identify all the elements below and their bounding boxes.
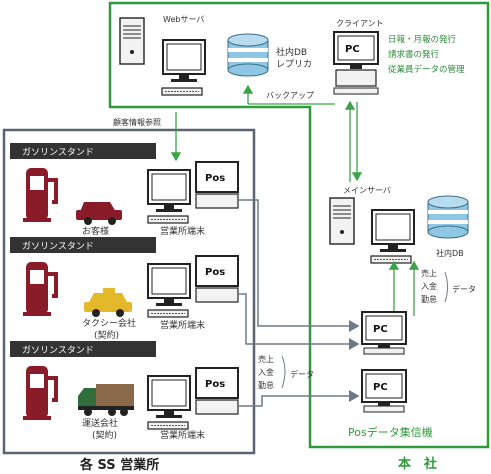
gas-pump-icon: [21, 166, 58, 224]
station-data-item-1: 売上: [258, 354, 274, 364]
station-banner-3: ガソリンスタンド: [22, 345, 94, 356]
keyboard-icon: [370, 255, 412, 264]
terminal-label-3: 営業所端末: [160, 429, 205, 441]
replica-db-icon: [227, 33, 269, 77]
hq-data-item-3: 勤怠: [421, 294, 437, 304]
client-pc: クライアント PC: [333, 19, 384, 95]
web-server-label: Webサーバ: [163, 15, 204, 24]
keyboard-icon: [147, 421, 189, 430]
keyboard-icon: [147, 215, 189, 224]
keyboard-icon: [147, 309, 189, 318]
pos-screen-1: Pos: [205, 173, 225, 184]
truck-icon: [78, 384, 134, 416]
stations-title: 各 SS 営業所: [79, 457, 159, 473]
main-server-label: メインサーバ: [343, 186, 391, 195]
server-tower-icon: [119, 17, 145, 65]
client-task-3: 従業員データの管理: [388, 64, 465, 75]
station-row-3: ガソリンスタンド 運送会社 (契約) Pos 営業所端末: [10, 341, 239, 441]
client-pc-screen: PC: [345, 44, 360, 55]
car-icon: [76, 202, 122, 225]
monitor-icon: [147, 375, 191, 419]
keyboard-icon: [161, 87, 203, 96]
hq-data-item-2: 入金: [421, 281, 437, 291]
station-banner-2: ガソリンスタンド: [22, 241, 94, 252]
client-task-1: 日報・月報の発行: [388, 34, 457, 45]
company-db-icon: [427, 195, 469, 239]
customer-label-3b: (契約): [92, 429, 117, 441]
monitor-icon: [147, 263, 191, 307]
hq-data-item-1: 売上: [421, 268, 437, 278]
taxi-icon: [84, 288, 132, 317]
station-data-item-3: 勤怠: [258, 380, 274, 390]
monitor-icon: [162, 39, 206, 83]
aggregator-2-screen: PC: [373, 382, 388, 393]
customer-label-2b: (契約): [94, 329, 119, 341]
pos-screen-2: Pos: [205, 267, 225, 278]
terminal-label-1: 営業所端末: [160, 225, 205, 237]
gas-pump-icon: [21, 260, 58, 318]
monitor-icon: [147, 169, 191, 213]
server-tower-icon: [329, 197, 355, 245]
station-data-label: データ: [290, 369, 314, 379]
station-row-2: ガソリンスタンド タクシー会社 (契約) Pos 営業所端末: [10, 237, 239, 341]
aggregator-1-screen: PC: [373, 324, 388, 335]
pos-aggregator-label: Posデータ集信機: [348, 425, 433, 439]
customer-label-2a: タクシー会社: [82, 317, 136, 329]
terminal-label-2: 営業所端末: [160, 319, 205, 331]
station-banner-1: ガソリンスタンド: [22, 147, 94, 158]
pos-aggregator-2: PC: [361, 369, 407, 413]
customer-label-3a: 運送会社: [82, 417, 118, 429]
gas-pump-icon: [21, 364, 58, 422]
main-server: メインサーバ: [329, 186, 415, 264]
pos-screen-3: Pos: [205, 379, 225, 390]
headquarters-border: [108, 1, 490, 449]
monitor-icon: [371, 209, 415, 253]
stations-border: [2, 128, 256, 455]
station-row-1: ガソリンスタンド お客様 Pos 営業所端末: [10, 143, 239, 237]
client-label: クライアント: [336, 19, 384, 28]
company-db-label: 社内DB: [436, 248, 464, 258]
customer-label-1: お客様: [82, 225, 109, 237]
pos-aggregator-1: PC: [361, 311, 407, 355]
replica-db-label-1: 社内DB: [276, 46, 307, 58]
web-server: Webサーバ: [119, 15, 206, 96]
customer-ref-label: 顧客情報参照: [113, 117, 161, 127]
client-task-2: 請求書の発行: [388, 49, 440, 60]
headquarters-title: 本 社: [398, 456, 437, 472]
replica-db-label-2: レプリカ: [276, 59, 312, 70]
backup-label: バックアップ: [266, 91, 314, 100]
station-data-item-2: 入金: [258, 367, 274, 377]
hq-data-label: データ: [452, 284, 476, 294]
